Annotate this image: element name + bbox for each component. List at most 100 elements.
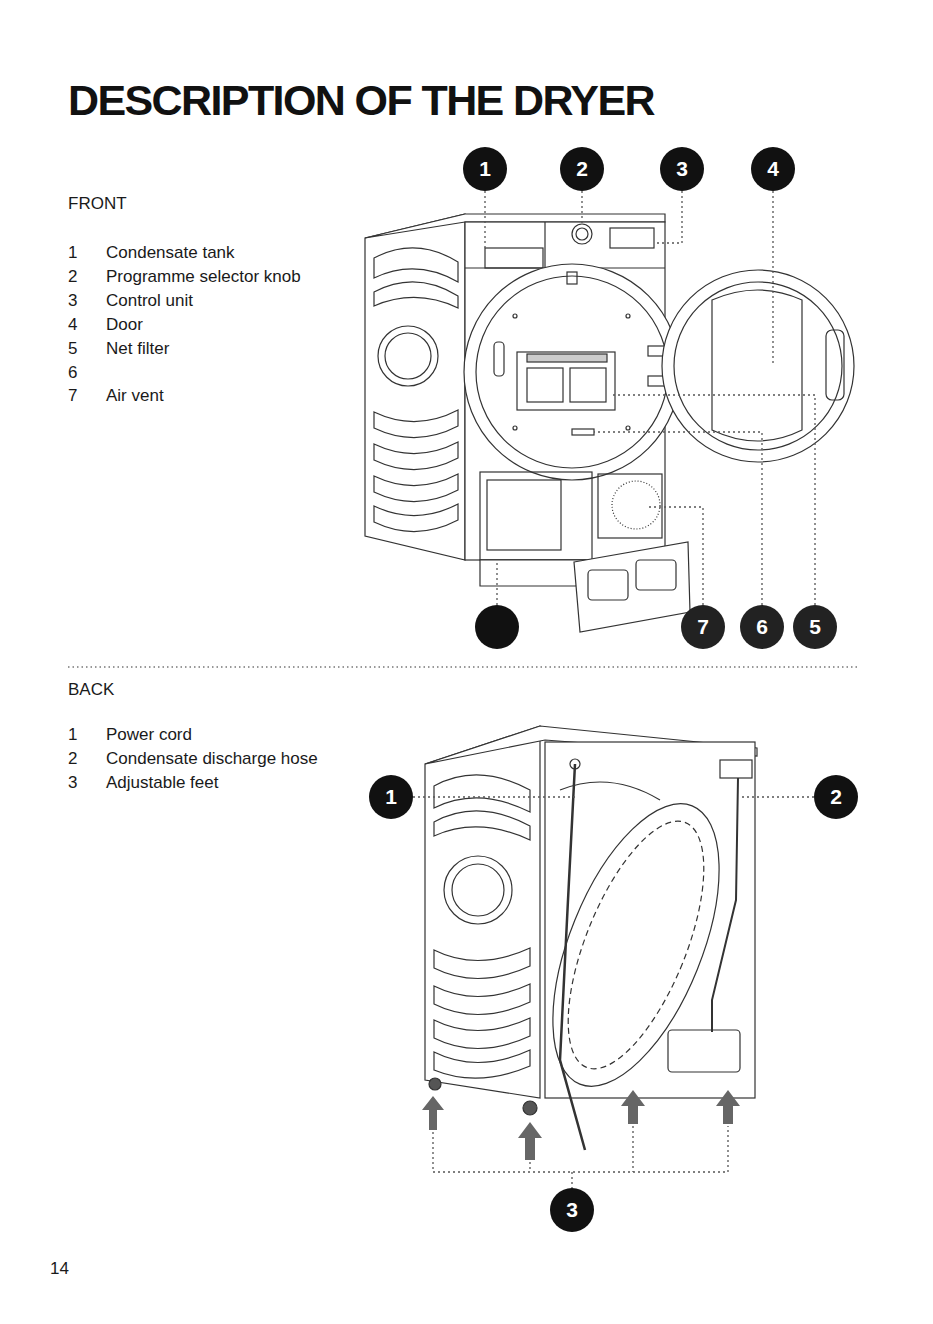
legend-item: 6 [68,363,77,383]
section-separator [68,666,858,667]
legend-item: 3 [68,773,77,793]
door-ring [464,264,680,480]
leader-line [656,191,682,243]
door-hinge-slot [494,342,504,376]
side-relief [374,474,458,502]
unnumbered-callout [475,605,519,649]
leader-line [612,395,815,605]
side-relief [434,1050,530,1078]
page-number: 14 [50,1259,69,1279]
legend-item: 2 [68,749,77,769]
panel-line [544,222,545,268]
up-arrow [716,1090,740,1124]
section-heading: FRONT [68,194,127,214]
legend-item: Air vent [106,386,164,406]
door-inner [712,290,802,441]
screw [626,314,630,318]
side-relief [385,333,431,379]
side-relief [434,775,530,812]
hose-outlet [720,760,752,778]
screw [513,426,517,430]
callout-number: 3 [550,1188,594,1232]
section-heading: BACK [68,680,114,700]
leader-line [581,191,582,224]
legend-item: Door [106,315,143,335]
screw [626,426,630,430]
cord-entry [570,759,580,769]
callout-number: 2 [814,775,858,819]
callout-text: 3 [676,157,688,181]
filter-mesh [527,354,607,362]
side-relief [374,282,458,308]
leader-line [529,1162,530,1172]
side-relief [434,811,530,840]
leader-line [648,507,703,605]
side-relief [374,410,458,438]
side-relief [378,326,438,386]
legend-item: 1 [68,243,77,263]
up-arrow [518,1122,542,1160]
back-face [545,742,755,1098]
legend-item: 2 [68,267,77,287]
filter-pane [570,368,606,402]
leader-line [772,191,773,365]
side-panel [365,214,465,560]
door-handle [826,330,844,400]
net-filter [517,352,615,410]
sensor-strip [572,429,594,435]
page-title: DESCRIPTION OF THE DRYER [68,76,654,124]
duct-housing [519,781,754,1109]
legend-item: 5 [68,339,77,359]
door-glass [674,282,842,450]
legend-item: 3 [68,291,77,311]
legend-item: Condensate tank [106,243,235,263]
up-arrow [621,1090,645,1124]
side-relief [434,948,530,979]
callout-text: 7 [697,615,709,639]
filter-pane [527,368,563,402]
legend-item: Adjustable feet [106,773,218,793]
side-relief [374,248,458,282]
legend-item: 1 [68,725,77,745]
legend-item: Programme selector knob [106,267,301,287]
heat-exchanger [487,480,561,550]
side-relief [444,856,512,924]
callout-number: 1 [463,147,507,191]
legend-item: Power cord [106,725,192,745]
side-relief [452,864,504,916]
drum-opening [476,276,668,468]
leader-line [484,191,485,248]
discharge-hose [712,778,738,1032]
side-relief [374,442,458,470]
callout-number: 6 [740,605,784,649]
side-relief [434,1018,530,1049]
leader-line [740,796,814,797]
foot [429,1078,441,1090]
callout-number: 1 [369,775,413,819]
leader-line [594,432,762,605]
legend-item: Condensate discharge hose [106,749,318,769]
leader-line [632,1126,633,1172]
hose-holder [668,1030,740,1072]
callout-number: 3 [660,147,704,191]
leader-line [496,562,497,605]
control-display [610,228,654,248]
screw [513,314,517,318]
callout-text: 2 [830,785,842,809]
side-relief [374,504,458,532]
duct-ribs [540,804,732,1086]
foot [523,1101,537,1115]
callout-text: 5 [809,615,821,639]
callout-text: 1 [385,785,397,809]
leader-line [433,1126,728,1172]
side-relief [434,984,530,1015]
exchanger-cover [574,542,690,632]
callout-number: 5 [793,605,837,649]
vent-housing [598,474,662,538]
callout-text: 4 [767,157,779,181]
callout-text: 1 [479,157,491,181]
callout-number: 4 [751,147,795,191]
legend-item: Net filter [106,339,169,359]
